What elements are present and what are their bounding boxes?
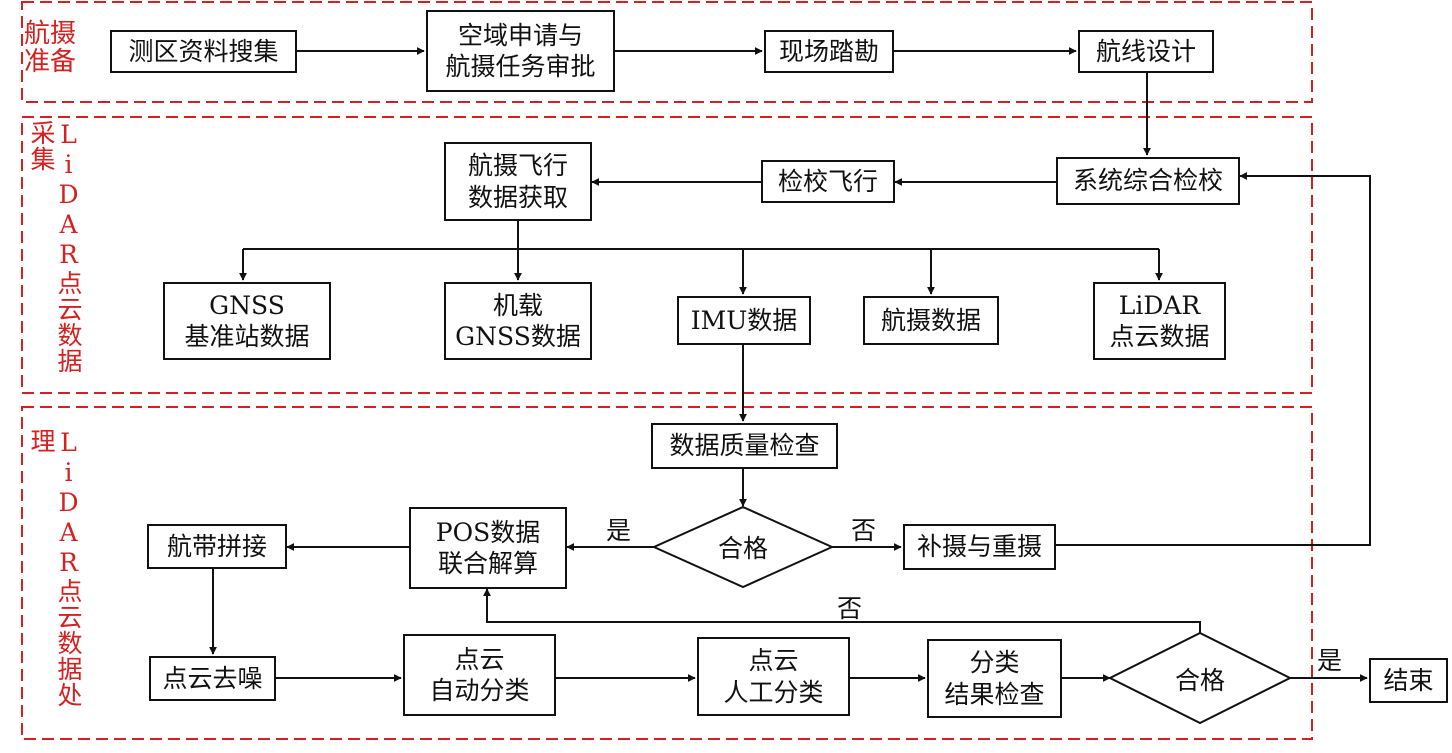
node-airborne-gnss-data: 机载 GNSS数据 [444, 282, 592, 360]
node-airborne-gnss-line1: 机载 [492, 290, 543, 320]
edge-label-yes-1: 是 [606, 516, 632, 545]
node-site-survey: 现场踏勘 [764, 30, 894, 73]
node-data-quality-check: 数据质量检查 [651, 423, 838, 469]
node-auto-line2: 自动分类 [429, 676, 530, 705]
edge-label-no-1: 否 [851, 516, 877, 545]
node-flight-line1: 航摄飞行 [467, 151, 568, 181]
node-system-calibration-label: 系统综合检校 [1072, 166, 1223, 196]
node-airspace-approval: 空域申请与 航摄任务审批 [426, 10, 615, 92]
node-end: 结束 [1369, 658, 1448, 703]
node-aerial-photo-data: 航摄数据 [863, 296, 999, 345]
node-lidar-point-cloud-data: LiDAR 点云数据 [1093, 282, 1226, 360]
decision-diamond-2 [1107, 631, 1293, 725]
node-aerial-photo-data-label: 航摄数据 [880, 305, 981, 335]
edge-label-yes-2: 是 [1317, 646, 1343, 675]
node-airspace-line1: 空域申请与 [457, 20, 583, 50]
node-lidar-line2: 点云数据 [1109, 322, 1210, 351]
node-pos-line1: POS数据 [435, 517, 541, 547]
node-gnss-base-data: GNSS 基准站数据 [163, 282, 331, 360]
node-check-line1: 分类 [969, 648, 1020, 678]
node-auto-classification: 点云 自动分类 [403, 634, 556, 716]
loop-decision2-to-pos [483, 588, 1201, 633]
node-imu-data-label: IMU数据 [690, 305, 798, 335]
node-classification-result-check: 分类 结果检查 [927, 639, 1062, 718]
node-site-survey-label: 现场踏勘 [778, 36, 879, 66]
loop-reshoot-to-calib [1056, 172, 1371, 546]
node-calibration-flight-label: 检校飞行 [777, 166, 878, 196]
node-gnss-base-line2: 基准站数据 [184, 322, 310, 351]
node-flight-line2: 数据获取 [467, 182, 568, 212]
decision-diamond-1 [651, 505, 835, 589]
stage-border-collect [21, 116, 1313, 394]
node-strip-stitching-label: 航带拼接 [166, 531, 267, 561]
node-system-calibration: 系统综合检校 [1056, 157, 1240, 205]
node-check-line2: 结果检查 [944, 679, 1045, 709]
node-end-label: 结束 [1383, 665, 1434, 695]
decision-2-label: 合格 [1174, 666, 1226, 695]
stage-label-prep: 航摄准备 [24, 19, 77, 78]
node-reshoot-label: 补摄与重摄 [916, 532, 1042, 562]
node-reshoot: 补摄与重摄 [903, 524, 1056, 570]
node-lidar-line1: LiDAR [1118, 290, 1201, 320]
node-gnss-base-line1: GNSS [209, 290, 285, 320]
node-survey-data: 测区资料搜集 [110, 30, 297, 73]
node-strip-stitching: 航带拼接 [147, 524, 287, 569]
node-manual-classification: 点云 人工分类 [697, 637, 850, 716]
node-survey-data-label: 测区资料搜集 [128, 36, 279, 66]
node-manual-line1: 点云 [748, 646, 799, 676]
node-airborne-gnss-line2: GNSS数据 [455, 322, 581, 351]
stage-border-process [21, 406, 1313, 740]
node-auto-line1: 点云 [454, 644, 505, 674]
node-flight-data-acquisition: 航摄飞行 数据获取 [444, 142, 592, 221]
node-pos-joint-solution: POS数据 联合解算 [409, 507, 567, 589]
stage-label-process: LiDAR点云数据处理 [27, 428, 83, 708]
node-imu-data: IMU数据 [677, 296, 811, 345]
node-route-design-label: 航线设计 [1095, 36, 1196, 66]
node-pos-line2: 联合解算 [437, 549, 538, 578]
node-manual-line2: 人工分类 [723, 677, 824, 707]
node-point-cloud-denoise: 点云去噪 [149, 656, 276, 701]
node-airspace-line2: 航摄任务审批 [445, 52, 596, 81]
edge-label-no-2: 否 [837, 594, 863, 623]
stage-border-prep [21, 1, 1313, 103]
node-calibration-flight: 检校飞行 [761, 160, 895, 203]
node-point-cloud-denoise-label: 点云去噪 [162, 663, 263, 693]
node-route-design: 航线设计 [1078, 30, 1214, 73]
node-data-quality-check-label: 数据质量检查 [669, 431, 820, 461]
decision-1-label: 合格 [717, 534, 769, 563]
stage-label-collect: LiDAR点云数据采集 [27, 120, 83, 374]
